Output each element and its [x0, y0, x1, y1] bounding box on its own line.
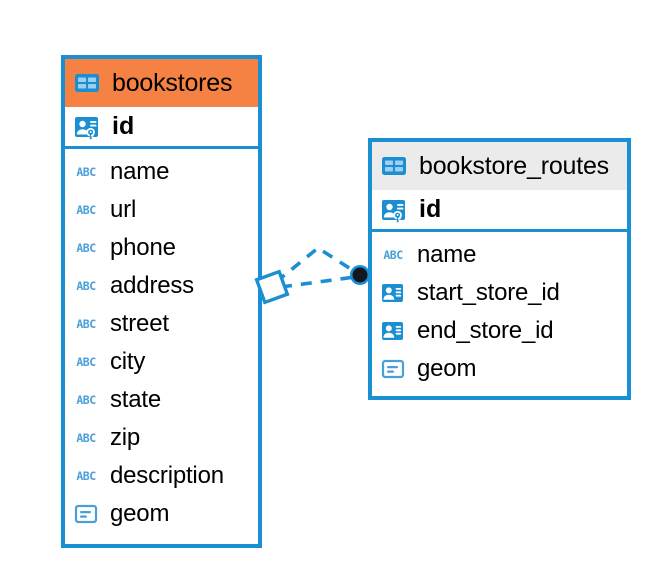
- text-abc-icon: ABC: [73, 387, 99, 413]
- text-abc-icon: ABC: [73, 197, 99, 223]
- relationship-line-straight: [280, 275, 356, 289]
- field-label-geom: geom: [417, 355, 477, 382]
- field-label-street: street: [110, 310, 169, 337]
- entity-title-bookstores: bookstores: [112, 68, 233, 97]
- entity-bookstore-routes[interactable]: bookstore_routes id: [368, 138, 631, 400]
- field-label-description: description: [110, 462, 224, 489]
- field-row-name[interactable]: ABC name: [65, 153, 258, 191]
- field-label-name: name: [110, 158, 170, 185]
- field-row-geom[interactable]: geom: [65, 495, 258, 533]
- primary-key-icon: [73, 113, 101, 141]
- field-label-phone: phone: [110, 234, 176, 261]
- text-abc-icon: ABC: [73, 311, 99, 337]
- text-abc-icon: ABC: [73, 425, 99, 451]
- text-abc-icon: ABC: [380, 242, 406, 268]
- field-label-city: city: [110, 348, 146, 375]
- field-label-name: name: [417, 241, 477, 268]
- foreign-key-icon: [380, 280, 406, 306]
- field-row-id[interactable]: id: [65, 107, 258, 149]
- svg-text:ABC: ABC: [76, 165, 96, 179]
- geometry-icon: [380, 356, 406, 382]
- svg-text:ABC: ABC: [76, 203, 96, 217]
- text-abc-icon: ABC: [73, 159, 99, 185]
- entity-header-bookstores[interactable]: bookstores: [65, 59, 258, 107]
- field-label-start-store-id: start_store_id: [417, 279, 560, 306]
- text-abc-icon: ABC: [73, 273, 99, 299]
- field-row-phone[interactable]: ABC phone: [65, 229, 258, 267]
- field-row-address[interactable]: ABC address: [65, 267, 258, 305]
- svg-text:ABC: ABC: [76, 431, 96, 445]
- filled-circle-icon: [350, 265, 370, 285]
- field-row-start-store-id[interactable]: start_store_id: [372, 274, 627, 312]
- field-list-bookstores: ABC name ABC url ABC p: [65, 149, 258, 533]
- geometry-icon: [73, 501, 99, 527]
- field-row-street[interactable]: ABC street: [65, 305, 258, 343]
- svg-text:ABC: ABC: [76, 355, 96, 369]
- field-list-bookstore-routes: ABC name start_store_id: [372, 232, 627, 388]
- field-label-id: id: [112, 112, 135, 140]
- field-row-end-store-id[interactable]: end_store_id: [372, 312, 627, 350]
- primary-key-icon: [380, 196, 408, 224]
- svg-text:ABC: ABC: [76, 241, 96, 255]
- field-row-name[interactable]: ABC name: [372, 236, 627, 274]
- field-label-zip: zip: [110, 424, 141, 451]
- text-abc-icon: ABC: [73, 235, 99, 261]
- field-label-end-store-id: end_store_id: [417, 317, 554, 344]
- field-row-city[interactable]: ABC city: [65, 343, 258, 381]
- table-icon: [380, 152, 408, 180]
- field-row-description[interactable]: ABC description: [65, 457, 258, 495]
- field-row-id[interactable]: id: [372, 190, 627, 232]
- text-abc-icon: ABC: [73, 463, 99, 489]
- svg-text:ABC: ABC: [76, 393, 96, 407]
- field-label-geom: geom: [110, 500, 170, 527]
- field-row-state[interactable]: ABC state: [65, 381, 258, 419]
- table-icon: [73, 69, 101, 97]
- svg-text:ABC: ABC: [76, 317, 96, 331]
- relationship-line-arc: [274, 245, 358, 284]
- svg-text:ABC: ABC: [76, 279, 96, 293]
- entity-title-bookstore-routes: bookstore_routes: [419, 151, 609, 180]
- field-row-zip[interactable]: ABC zip: [65, 419, 258, 457]
- field-label-id: id: [419, 195, 442, 223]
- entity-bookstores[interactable]: bookstores id: [61, 55, 262, 548]
- field-label-url: url: [110, 196, 137, 223]
- text-abc-icon: ABC: [73, 349, 99, 375]
- field-row-url[interactable]: ABC url: [65, 191, 258, 229]
- field-label-state: state: [110, 386, 162, 413]
- foreign-key-icon: [380, 318, 406, 344]
- svg-text:ABC: ABC: [76, 469, 96, 483]
- field-label-address: address: [110, 272, 194, 299]
- entity-header-bookstore-routes[interactable]: bookstore_routes: [372, 142, 627, 190]
- field-row-geom[interactable]: geom: [372, 350, 627, 388]
- svg-text:ABC: ABC: [383, 248, 403, 262]
